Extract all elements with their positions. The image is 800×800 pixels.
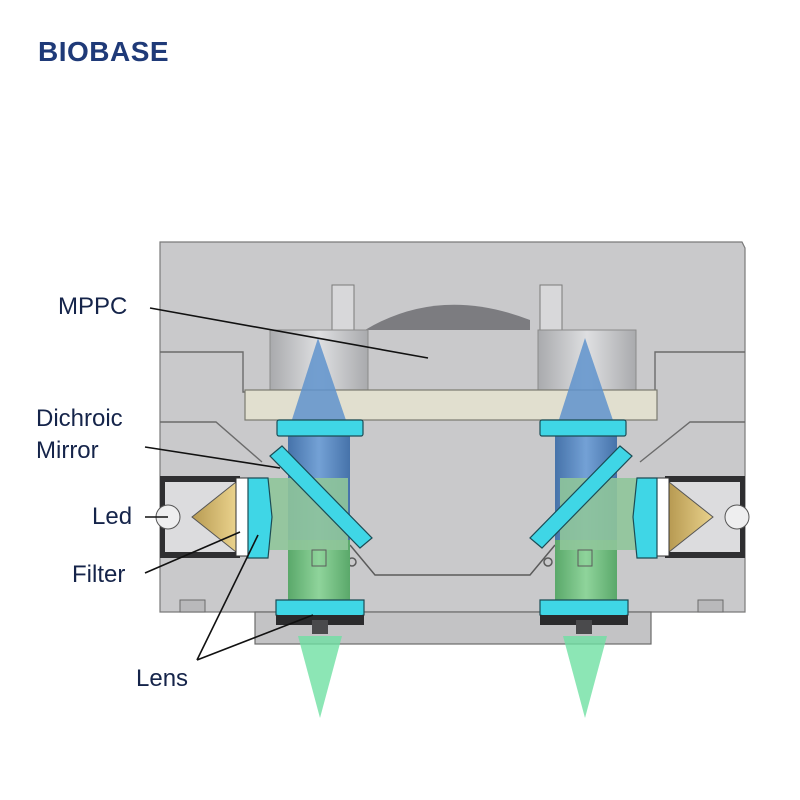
leader-lines: [144, 307, 429, 661]
label-led: Led: [92, 503, 133, 530]
label-mppc: MPPC: [58, 293, 128, 320]
label-dichroic-line2: Mirror: [36, 437, 99, 464]
label-dichroic-line1: Dichroic: [36, 405, 123, 432]
housing: [159, 241, 746, 645]
brand-logo: BIOBASE: [38, 36, 170, 67]
dichroic-mirrors: [269, 445, 633, 549]
label-filter: Filter: [72, 561, 126, 588]
right-optical-channel: [555, 338, 650, 718]
label-lens: Lens: [136, 665, 189, 692]
emission-filters: [276, 419, 627, 437]
led-housing-left: [155, 476, 273, 559]
led-housing-right: [632, 476, 750, 559]
bottom-lenses: [275, 599, 629, 634]
